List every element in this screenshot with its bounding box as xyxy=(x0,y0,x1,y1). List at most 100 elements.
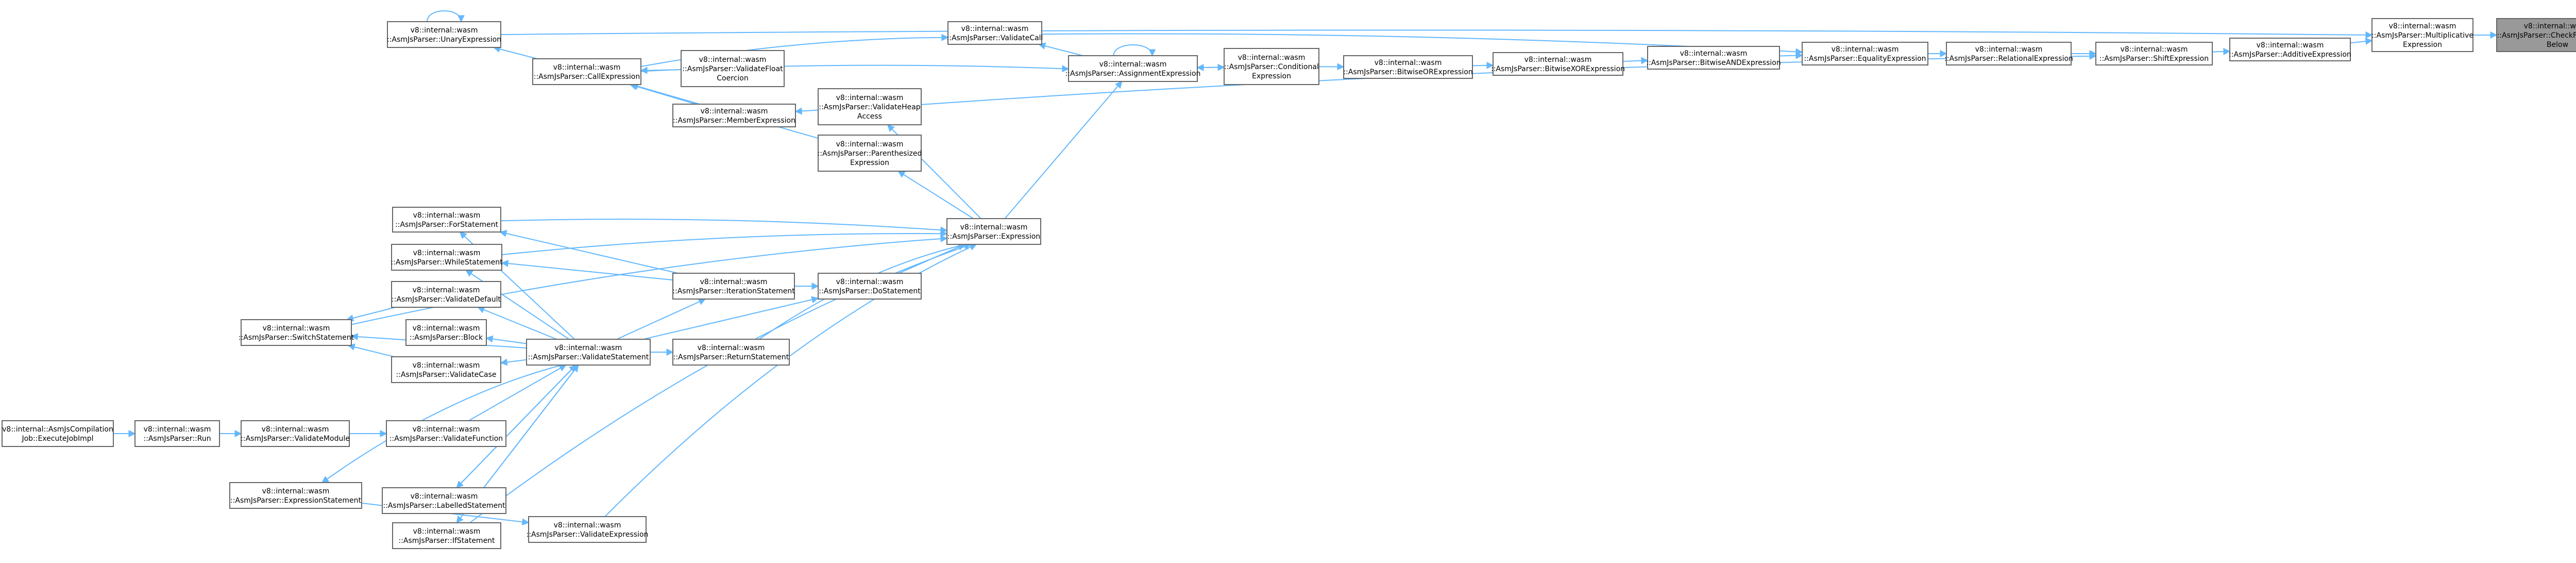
node-expression[interactable]: v8::internal::wasm::AsmJsParser::Express… xyxy=(946,218,1041,245)
node-labelled-statement[interactable]: v8::internal::wasm::AsmJsParser::Labelle… xyxy=(382,487,506,514)
edge-validate_statement-to-validate_default xyxy=(477,306,557,340)
edge-line xyxy=(427,10,465,23)
node-shift[interactable]: v8::internal::wasm::AsmJsParser::ShiftEx… xyxy=(2095,42,2213,65)
node-label-line: ::AsmJsParser::Parenthesized xyxy=(818,150,922,158)
edge-validate_statement-to-expression_statement xyxy=(321,365,563,483)
node-label-line: v8::internal::wasm xyxy=(1524,56,1592,64)
node-bitwise-and[interactable]: v8::internal::wasm::AsmJsParser::Bitwise… xyxy=(1646,46,1781,70)
node-unary[interactable]: v8::internal::wasm::AsmJsParser::UnaryEx… xyxy=(387,21,501,48)
node-if-statement[interactable]: v8::internal::wasm::AsmJsParser::IfState… xyxy=(392,522,501,549)
node-box xyxy=(1647,46,1780,70)
node-validate-case[interactable]: v8::internal::wasm::AsmJsParser::Validat… xyxy=(391,356,501,383)
node-box xyxy=(528,516,647,543)
edge-unary-to-unary xyxy=(427,10,465,23)
node-box xyxy=(1224,48,1319,85)
node-label-line: Expression xyxy=(850,159,889,167)
node-box xyxy=(2095,42,2213,65)
node-label-line: Job::ExecuteJobImpl xyxy=(21,435,93,443)
node-label-line: ::AsmJsParser::BitwiseXORExpression xyxy=(1491,65,1625,73)
node-while-statement[interactable]: v8::internal::wasm::AsmJsParser::WhileSt… xyxy=(391,244,503,271)
node-block[interactable]: v8::internal::wasm::AsmJsParser::Block xyxy=(405,319,487,346)
node-call[interactable]: v8::internal::wasm::AsmJsParser::CallExp… xyxy=(532,58,641,85)
node-relational[interactable]: v8::internal::wasm::AsmJsParser::Relatio… xyxy=(1944,42,2073,65)
node-label-line: ::AsmJsParser::ValidateFunction xyxy=(389,435,503,443)
edge-line xyxy=(500,358,527,366)
node-assignment[interactable]: v8::internal::wasm::AsmJsParser::Assignm… xyxy=(1065,55,1201,82)
node-additive[interactable]: v8::internal::wasm::AsmJsParser::Additiv… xyxy=(2229,38,2351,61)
edge-line xyxy=(501,230,948,255)
edge-line xyxy=(346,307,396,322)
node-multiplicative[interactable]: v8::internal::wasm::AsmJsParser::Multipl… xyxy=(2371,18,2473,52)
node-for-statement[interactable]: v8::internal::wasm::AsmJsParser::ForStat… xyxy=(392,207,501,233)
node-box xyxy=(1068,55,1198,82)
node-parenthesized[interactable]: v8::internal::wasm::AsmJsParser::Parenth… xyxy=(818,135,922,172)
node-label-line: v8::internal::wasm xyxy=(2389,22,2456,30)
edge-validate_function-to-validate_statement xyxy=(468,365,567,421)
node-validate-function[interactable]: v8::internal::wasm::AsmJsParser::Validat… xyxy=(386,420,506,447)
node-label-line: ::AsmJsParser::Multiplicative xyxy=(2371,31,2473,40)
edge-iteration_statement-to-while_statement xyxy=(501,260,673,281)
edge-bitwise_or-to-bitwise_xor xyxy=(1472,61,1494,69)
node-box xyxy=(947,21,1042,45)
node-box xyxy=(392,207,501,233)
node-do-statement[interactable]: v8::internal::wasm::AsmJsParser::DoState… xyxy=(818,273,922,300)
node-label-line: v8::internal::wasm xyxy=(413,286,480,294)
node-label-line: ::AsmJsParser::AdditiveExpression xyxy=(2229,51,2351,59)
node-execute-job[interactable]: v8::internal::AsmJsCompilationJob::Execu… xyxy=(2,420,114,447)
edge-line xyxy=(499,230,679,274)
node-return-statement[interactable]: v8::internal::wasm::AsmJsParser::ReturnS… xyxy=(672,339,790,366)
node-validate-call[interactable]: v8::internal::wasm::AsmJsParser::Validat… xyxy=(947,21,1043,45)
node-label-line: ::AsmJsParser::ValidateHeap xyxy=(819,103,921,111)
edge-line xyxy=(493,45,538,59)
node-label-line: ::AsmJsParser::SwitchStatement xyxy=(239,334,354,342)
node-label-line: v8::internal::wasm xyxy=(553,63,621,72)
edge-line xyxy=(643,296,819,340)
node-conditional[interactable]: v8::internal::wasm::AsmJsParser::Conditi… xyxy=(1224,48,1319,85)
node-bitwise-xor[interactable]: v8::internal::wasm::AsmJsParser::Bitwise… xyxy=(1491,52,1625,76)
node-validate-default[interactable]: v8::internal::wasm::AsmJsParser::Validat… xyxy=(391,281,501,308)
node-label-line: Expression xyxy=(1252,72,1291,80)
node-label-line: ::AsmJsParser::ValidateCase xyxy=(396,371,496,379)
edge-line xyxy=(1779,52,1803,59)
node-box xyxy=(672,339,790,366)
node-label-line: v8::internal::wasm xyxy=(411,26,478,35)
node-box xyxy=(241,420,350,447)
edge-validate_default-to-switch_statement xyxy=(346,307,396,322)
node-box xyxy=(1343,55,1473,79)
node-box xyxy=(946,218,1041,245)
edge-line xyxy=(500,219,948,234)
node-validate-heap-access[interactable]: v8::internal::wasm::AsmJsParser::Validat… xyxy=(818,88,922,125)
node-label-line: v8::internal::wasm xyxy=(1975,45,2043,54)
node-validate-module[interactable]: v8::internal::wasm::AsmJsParser::Validat… xyxy=(241,420,350,447)
node-label-line: ::AsmJsParser::MemberExpression xyxy=(673,117,795,125)
node-switch-statement[interactable]: v8::internal::wasm::AsmJsParser::SwitchS… xyxy=(239,319,354,346)
node-label-line: v8::internal::wasm xyxy=(413,527,481,536)
node-label-line: v8::internal::wasm xyxy=(2121,45,2188,54)
node-label-line: v8::internal::wasm xyxy=(1375,59,1442,67)
node-member[interactable]: v8::internal::wasm::AsmJsParser::MemberE… xyxy=(672,104,796,127)
node-label-line: v8::internal::AsmJsCompilation xyxy=(2,425,113,434)
node-iteration-statement[interactable]: v8::internal::wasm::AsmJsParser::Iterati… xyxy=(672,273,795,300)
node-label-line: v8::internal::wasm xyxy=(262,487,330,495)
node-box xyxy=(134,420,220,447)
node-label-line: v8::internal::wasm xyxy=(1832,45,1899,54)
node-validate-float-coercion[interactable]: v8::internal::wasm::AsmJsParser::Validat… xyxy=(681,50,785,87)
node-bitwise-or[interactable]: v8::internal::wasm::AsmJsParser::Bitwise… xyxy=(1343,55,1473,79)
node-run[interactable]: v8::internal::wasm::AsmJsParser::Run xyxy=(134,420,220,447)
node-validate-statement[interactable]: v8::internal::wasm::AsmJsParser::Validat… xyxy=(526,339,651,366)
node-label-line: ::AsmJsParser::ValidateCall xyxy=(947,34,1043,42)
node-label-line: Below xyxy=(2547,41,2568,49)
node-label-line: v8::internal::wasm xyxy=(413,249,481,257)
edge-line xyxy=(500,29,2373,39)
node-expression-statement[interactable]: v8::internal::wasm::AsmJsParser::Express… xyxy=(229,482,362,509)
edge-additive-to-multiplicative xyxy=(2350,38,2373,45)
node-label-line: v8::internal::wasm xyxy=(960,223,1028,231)
node-validate-expression[interactable]: v8::internal::wasm::AsmJsParser::Validat… xyxy=(527,516,649,543)
node-label-line: Expression xyxy=(2403,41,2442,49)
node-box xyxy=(241,319,352,346)
node-equality[interactable]: v8::internal::wasm::AsmJsParser::Equalit… xyxy=(1802,42,1928,65)
edge-assignment-to-assignment xyxy=(1113,44,1156,57)
node-label-line: v8::internal::wasm xyxy=(262,425,329,434)
edge-assignment-to-validate_call xyxy=(1038,42,1083,56)
node-label-line: v8::internal::wasm xyxy=(1238,54,1306,62)
